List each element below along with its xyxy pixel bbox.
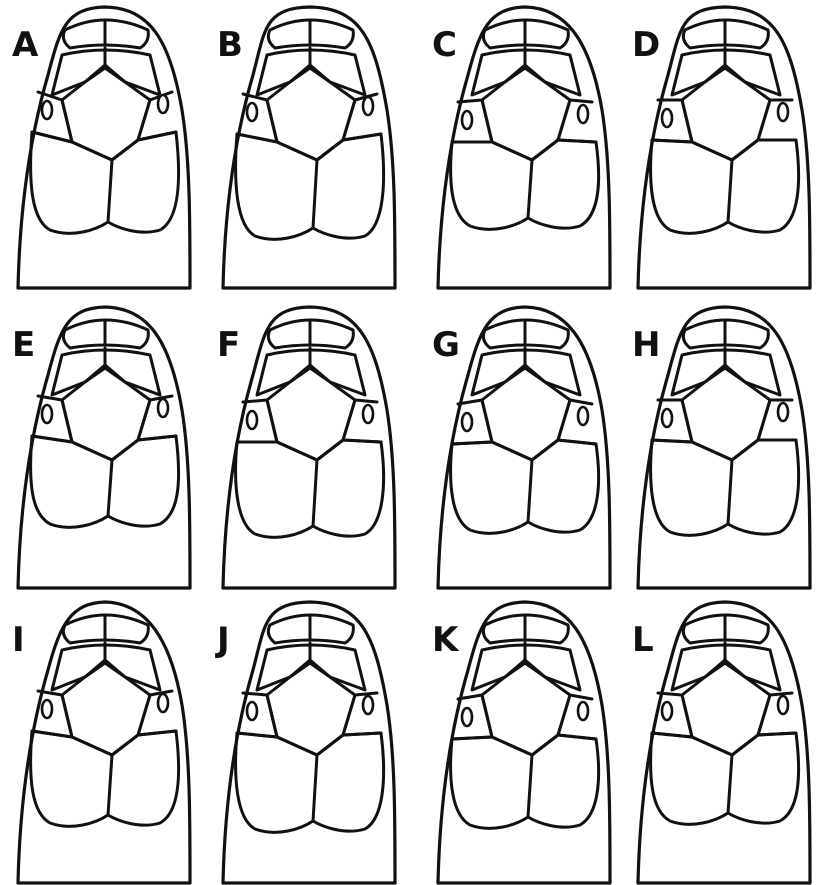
- panel-d: D: [632, 7, 810, 288]
- panel-i: I: [12, 602, 190, 883]
- panel-label: I: [12, 620, 25, 660]
- right-eye-icon: [778, 403, 788, 421]
- panel-k: K: [432, 602, 610, 883]
- left-eye-icon: [247, 411, 257, 429]
- panel-label: G: [432, 325, 460, 365]
- panel-label: K: [432, 620, 460, 660]
- left-eye-icon: [42, 700, 52, 718]
- right-eye-icon: [778, 103, 788, 121]
- panel-a: A: [12, 7, 190, 288]
- panel-label: H: [632, 325, 660, 365]
- right-eye-icon: [363, 405, 373, 423]
- right-eye-icon: [158, 95, 168, 113]
- right-eye-icon: [778, 696, 788, 714]
- panel-label: F: [217, 325, 240, 365]
- panel-f: F: [217, 307, 395, 588]
- left-eye-icon: [662, 702, 672, 720]
- left-eye-icon: [42, 101, 52, 119]
- panels-layer: A B C D E F G H I J K L: [12, 7, 810, 883]
- panel-label: J: [215, 620, 230, 660]
- panel-b: B: [217, 7, 395, 288]
- panel-j: J: [215, 602, 395, 883]
- panel-c: C: [432, 7, 610, 288]
- right-eye-icon: [578, 407, 588, 425]
- left-eye-icon: [662, 109, 672, 127]
- right-eye-icon: [158, 399, 168, 417]
- left-eye-icon: [462, 413, 472, 431]
- right-eye-icon: [363, 97, 373, 115]
- left-eye-icon: [42, 405, 52, 423]
- left-eye-icon: [247, 702, 257, 720]
- right-eye-icon: [578, 105, 588, 123]
- left-eye-icon: [462, 111, 472, 129]
- right-eye-icon: [363, 696, 373, 714]
- panel-label: B: [217, 25, 243, 65]
- panel-label: D: [632, 25, 660, 65]
- right-eye-icon: [578, 702, 588, 720]
- panel-label: L: [632, 620, 654, 660]
- panel-h: H: [632, 307, 810, 588]
- panel-l: L: [632, 602, 810, 883]
- left-eye-icon: [247, 103, 257, 121]
- panel-g: G: [432, 307, 610, 588]
- panel-e: E: [12, 307, 190, 588]
- left-eye-icon: [662, 409, 672, 427]
- panel-label: A: [12, 25, 39, 65]
- panel-label: E: [12, 325, 35, 365]
- panel-label: C: [432, 25, 457, 65]
- right-eye-icon: [158, 694, 168, 712]
- left-eye-icon: [462, 708, 472, 726]
